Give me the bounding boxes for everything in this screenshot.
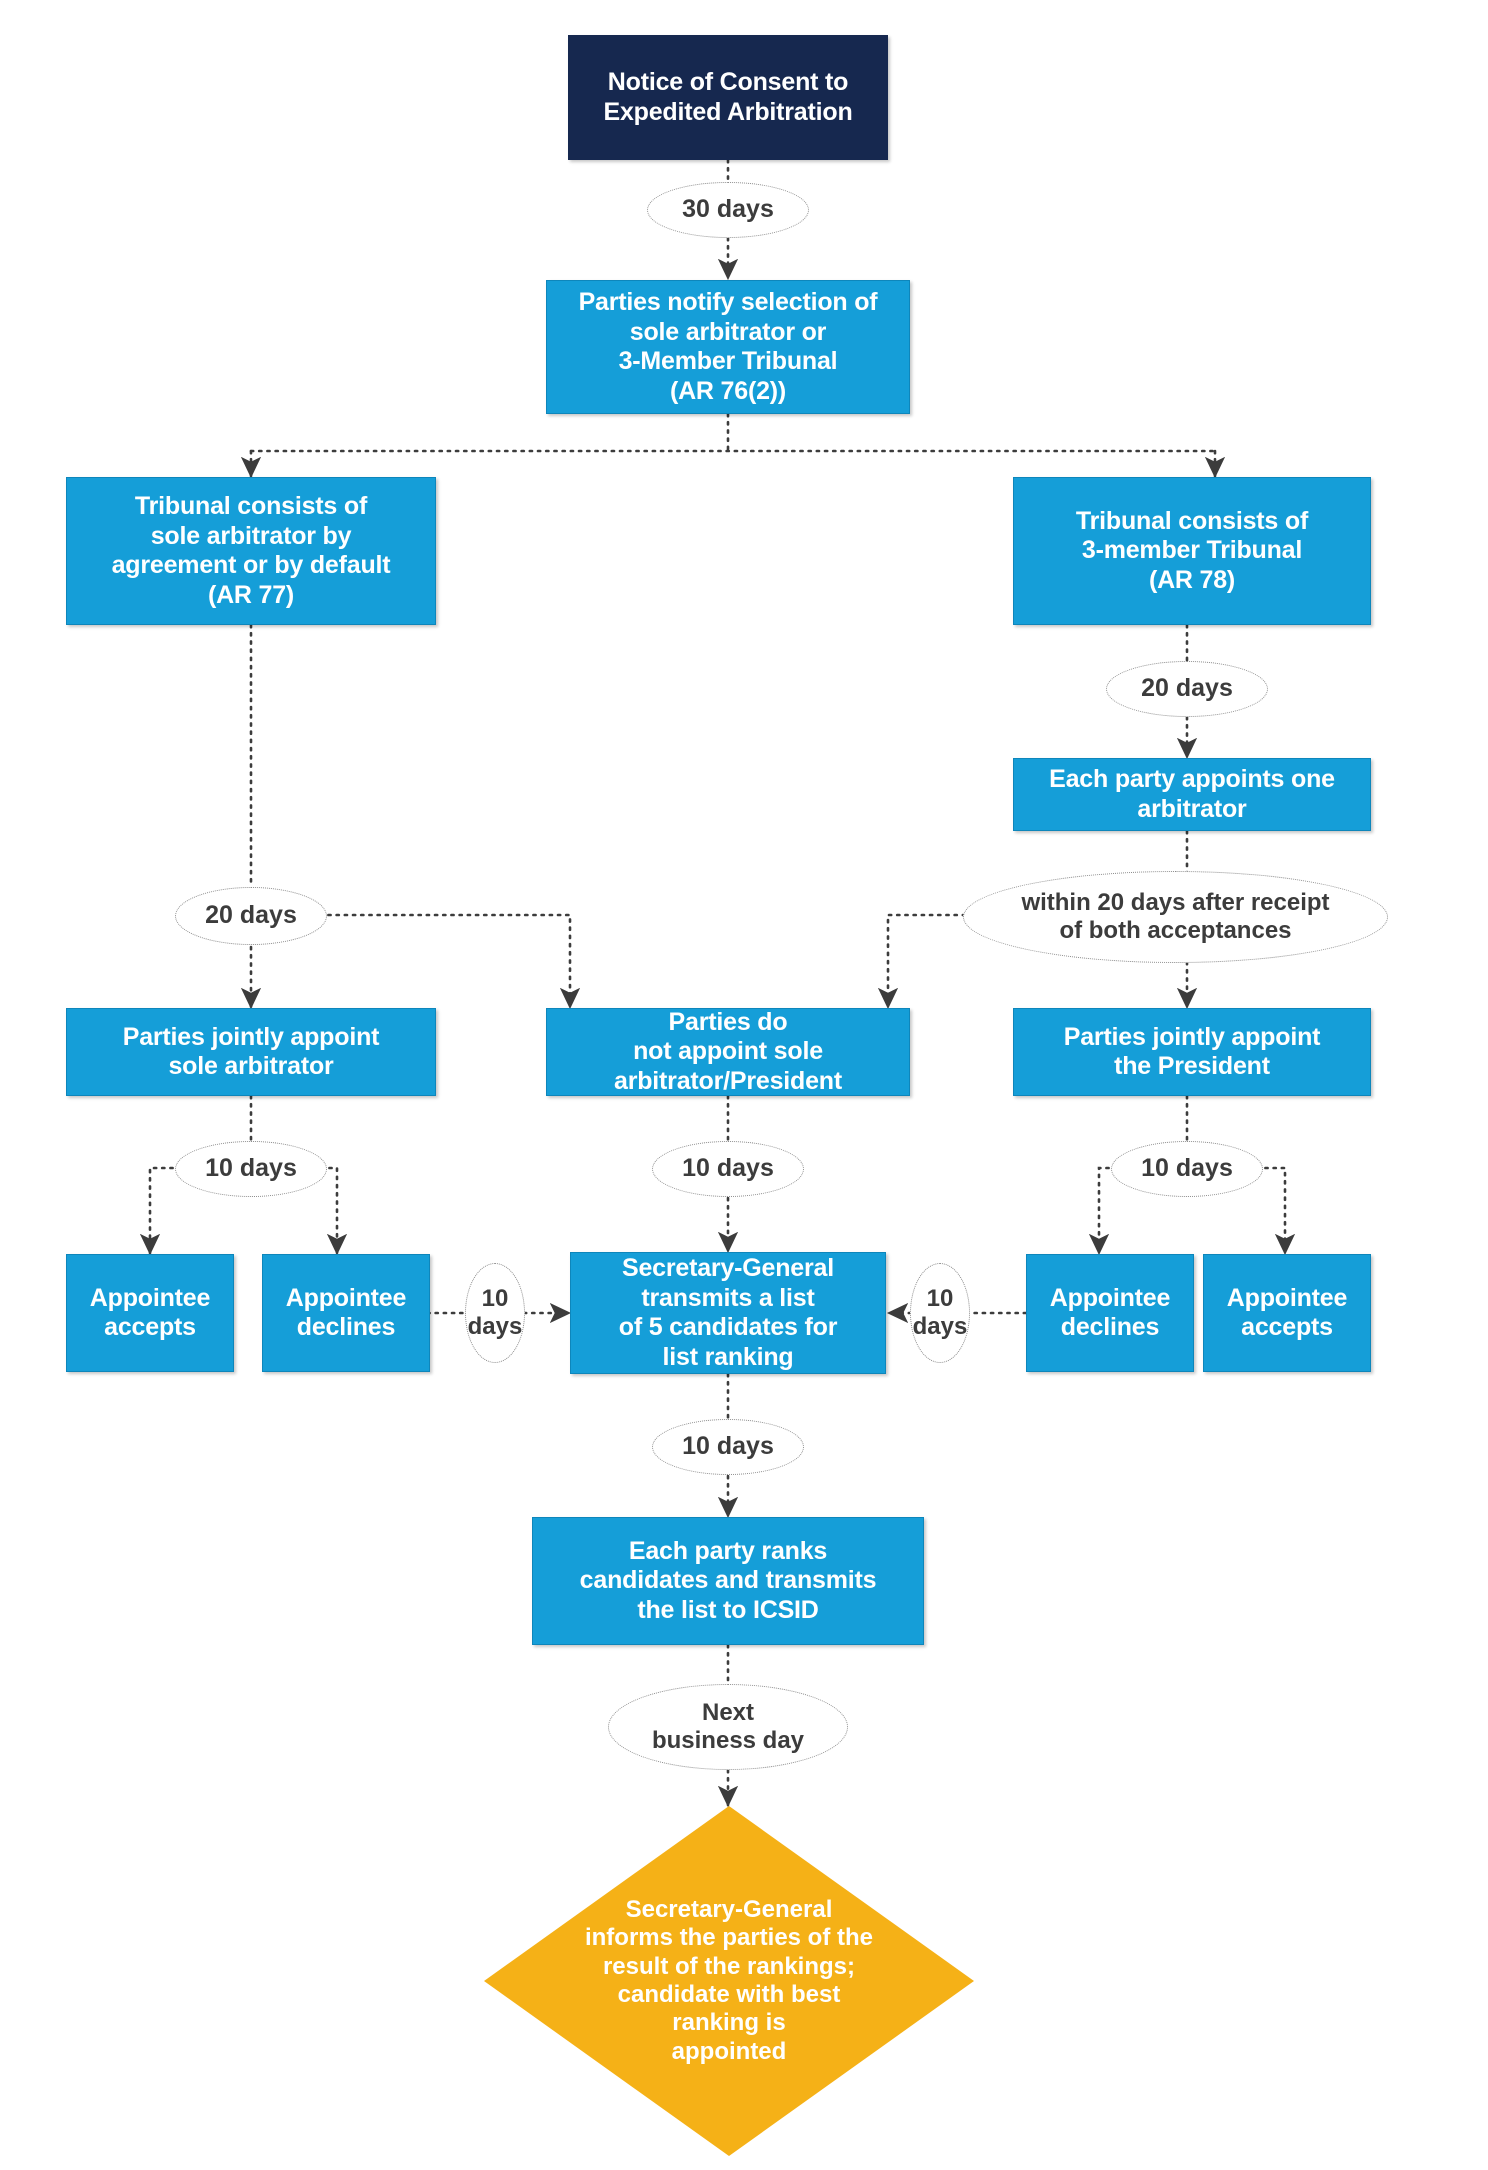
label-30-days: 30 days	[647, 182, 809, 238]
node-each-party-ranks-candidates[interactable]: Each party ranks candidates and transmit…	[532, 1517, 924, 1645]
label-10-days-inline-right: 10 days	[910, 1263, 970, 1363]
edge-20days-to-notappoint-left	[310, 913, 581, 1010]
node-parties-do-not-appoint[interactable]: Parties do not appoint sole arbitrator/P…	[546, 1008, 910, 1096]
node-secretary-general-transmits-list-label: Secretary-General transmits a list of 5 …	[618, 1254, 838, 1371]
label-20-days-left-text: 20 days	[205, 901, 297, 930]
node-parties-jointly-appoint-president[interactable]: Parties jointly appoint the President	[1013, 1008, 1371, 1096]
node-secretary-general-informs-parties[interactable]: Secretary-General informs the parties of…	[484, 1806, 974, 2156]
node-appointee-declines-left[interactable]: Appointee declines	[262, 1254, 430, 1372]
node-parties-notify-selection-label: Parties notify selection of sole arbitra…	[578, 288, 878, 405]
node-appointee-declines-right[interactable]: Appointee declines	[1026, 1254, 1194, 1372]
label-20-days-right: 20 days	[1106, 661, 1268, 717]
label-20-days-right-text: 20 days	[1141, 674, 1233, 703]
label-10-days-center-text: 10 days	[682, 1154, 774, 1183]
label-next-business-day-text: Next business day	[651, 1698, 805, 1754]
node-secretary-general-transmits-list[interactable]: Secretary-General transmits a list of 5 …	[570, 1252, 886, 1374]
node-parties-jointly-appoint-sole-arbitrator-label: Parties jointly appoint sole arbitrator	[122, 1022, 380, 1081]
edge-within20-to-notappoint-right	[877, 913, 967, 1010]
label-10-days-right: 10 days	[1111, 1141, 1263, 1197]
node-each-party-appoints-one-arbitrator[interactable]: Each party appoints one arbitrator	[1013, 758, 1371, 831]
label-10-days-to-ranking-text: 10 days	[682, 1432, 774, 1461]
node-each-party-ranks-candidates-label: Each party ranks candidates and transmit…	[579, 1536, 877, 1624]
label-within-20-days-after-receipt: within 20 days after receipt of both acc…	[963, 871, 1388, 963]
label-10-days-to-ranking: 10 days	[652, 1419, 804, 1475]
label-10-days-right-text: 10 days	[1141, 1154, 1233, 1183]
node-tribunal-three-member-label: Tribunal consists of 3-member Tribunal (…	[1075, 506, 1309, 594]
label-30-days-text: 30 days	[682, 195, 774, 224]
node-each-party-appoints-one-arbitrator-label: Each party appoints one arbitrator	[1049, 765, 1335, 823]
label-10-days-inline-left: 10 days	[465, 1263, 525, 1363]
node-secretary-general-informs-parties-label: Secretary-General informs the parties of…	[584, 1896, 874, 2065]
node-appointee-accepts-left[interactable]: Appointee accepts	[66, 1254, 234, 1372]
node-tribunal-sole-arbitrator[interactable]: Tribunal consists of sole arbitrator by …	[66, 477, 436, 625]
label-within-20-days-after-receipt-text: within 20 days after receipt of both acc…	[1021, 888, 1330, 944]
label-next-business-day: Next business day	[608, 1684, 848, 1770]
label-10-days-left-text: 10 days	[205, 1154, 297, 1183]
node-notice-of-consent[interactable]: Notice of Consent to Expedited Arbitrati…	[568, 35, 888, 160]
node-parties-jointly-appoint-president-label: Parties jointly appoint the President	[1063, 1022, 1321, 1081]
node-parties-notify-selection[interactable]: Parties notify selection of sole arbitra…	[546, 280, 910, 414]
node-parties-do-not-appoint-label: Parties do not appoint sole arbitrator/P…	[613, 1007, 842, 1095]
node-appointee-accepts-right[interactable]: Appointee accepts	[1203, 1254, 1371, 1372]
node-appointee-declines-left-label: Appointee declines	[285, 1283, 407, 1342]
label-10-days-left: 10 days	[175, 1141, 327, 1197]
node-appointee-declines-right-label: Appointee declines	[1049, 1283, 1171, 1342]
node-tribunal-three-member[interactable]: Tribunal consists of 3-member Tribunal (…	[1013, 477, 1371, 625]
label-10-days-center: 10 days	[652, 1141, 804, 1197]
node-appointee-accepts-right-label: Appointee accepts	[1226, 1283, 1348, 1342]
node-tribunal-sole-arbitrator-label: Tribunal consists of sole arbitrator by …	[111, 492, 391, 609]
label-10-days-inline-left-text: 10 days	[467, 1284, 523, 1340]
label-20-days-left: 20 days	[175, 887, 327, 945]
node-notice-of-consent-label: Notice of Consent to Expedited Arbitrati…	[603, 68, 853, 126]
node-parties-jointly-appoint-sole-arbitrator[interactable]: Parties jointly appoint sole arbitrator	[66, 1008, 436, 1096]
label-10-days-inline-right-text: 10 days	[912, 1284, 968, 1340]
node-appointee-accepts-left-label: Appointee accepts	[89, 1283, 211, 1342]
